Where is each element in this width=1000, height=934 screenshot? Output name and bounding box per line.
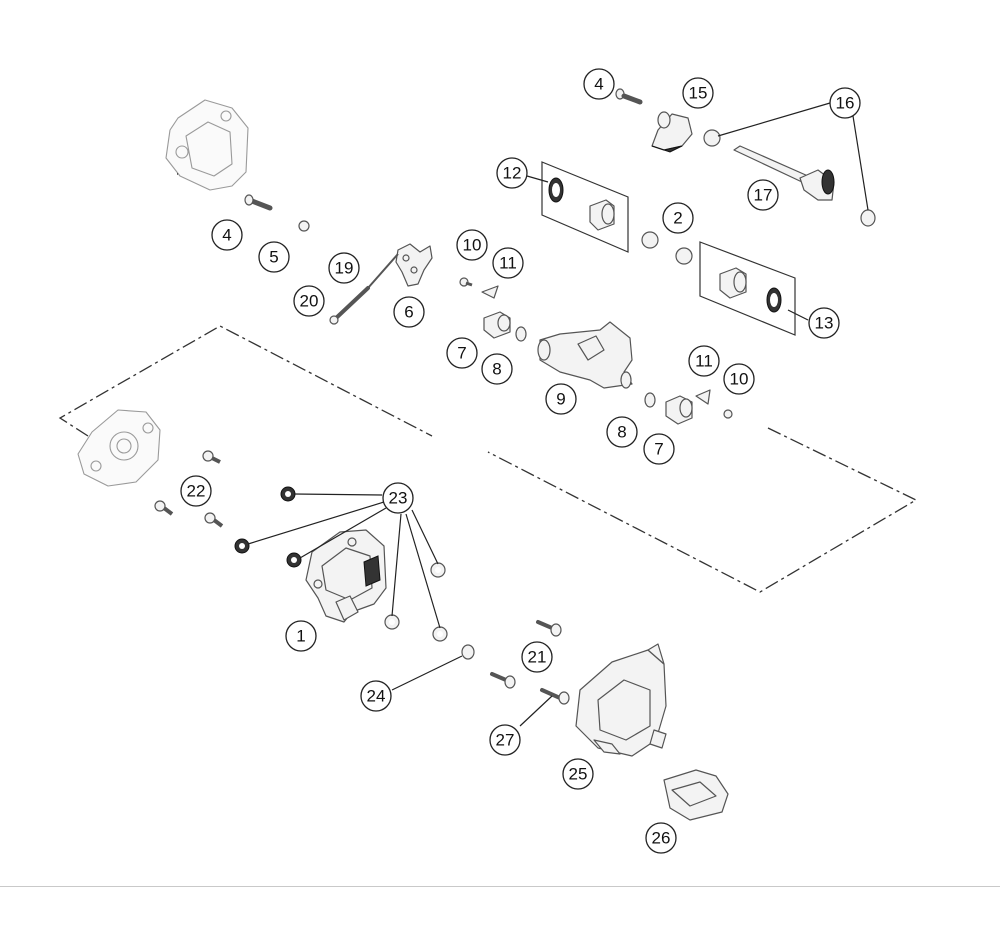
callout-19: 19 — [328, 252, 360, 284]
assembly-outline — [58, 325, 918, 593]
pin-19-part — [329, 253, 399, 325]
callout-12: 12 — [496, 157, 528, 189]
svg-text:4: 4 — [594, 75, 603, 94]
bushing-7-upper-part — [483, 311, 511, 339]
callout-16: 16 — [829, 87, 861, 119]
svg-text:9: 9 — [556, 390, 565, 409]
bushing-16-lower-part — [860, 209, 876, 227]
washers-2-part — [641, 231, 693, 265]
callout-17: 17 — [747, 179, 779, 211]
callout-23: 23 — [382, 482, 414, 514]
cover-25-part — [575, 643, 667, 757]
leader-lines — [177, 102, 869, 727]
bottom-divider — [0, 886, 1000, 887]
callout-4-top: 4 — [583, 68, 615, 100]
callout-10-lower: 10 — [723, 363, 755, 395]
shaft-17-part — [733, 145, 835, 201]
shaft-9-part — [537, 321, 633, 389]
callout-8-upper: 8 — [481, 353, 513, 385]
svg-text:4: 4 — [222, 226, 231, 245]
ring-8-lower-part — [644, 392, 656, 408]
fork-6-part — [395, 243, 433, 287]
svg-text:8: 8 — [492, 360, 501, 379]
bushing-16-upper-part — [703, 129, 721, 147]
svg-text:12: 12 — [503, 164, 522, 183]
left-cover-part — [77, 409, 161, 487]
callout-26: 26 — [645, 822, 677, 854]
svg-text:6: 6 — [404, 303, 413, 322]
callout-15: 15 — [682, 77, 714, 109]
svg-text:25: 25 — [569, 765, 588, 784]
svg-text:1: 1 — [296, 627, 305, 646]
nuts-23-part — [234, 486, 448, 642]
callout-27: 27 — [489, 724, 521, 756]
cover-26-part — [663, 769, 729, 821]
callout-10-upper: 10 — [456, 229, 488, 261]
svg-text:7: 7 — [654, 440, 663, 459]
callout-24: 24 — [360, 680, 392, 712]
callout-21: 21 — [521, 641, 553, 673]
plate-11-lower-part — [695, 389, 711, 405]
callout-11-lower: 11 — [688, 345, 720, 377]
svg-text:24: 24 — [367, 687, 386, 706]
pin-24-part — [461, 644, 475, 660]
screws-22-part — [154, 450, 224, 528]
callouts: 1 2 4 4 5 6 7 7 — [180, 68, 861, 854]
gear-13-part — [719, 267, 782, 313]
group-frames — [541, 161, 796, 336]
callout-4-left: 4 — [211, 219, 243, 251]
svg-text:21: 21 — [528, 648, 547, 667]
svg-text:11: 11 — [695, 352, 713, 371]
callout-8-lower: 8 — [606, 416, 638, 448]
callout-7-lower: 7 — [643, 433, 675, 465]
callout-2: 2 — [662, 202, 694, 234]
callout-11-upper: 11 — [492, 247, 524, 279]
svg-text:13: 13 — [815, 314, 834, 333]
svg-text:22: 22 — [187, 482, 206, 501]
svg-text:10: 10 — [730, 370, 749, 389]
svg-text:19: 19 — [335, 259, 354, 278]
screw-10-lower-part — [723, 409, 733, 419]
callout-13: 13 — [808, 307, 840, 339]
callout-6: 6 — [393, 296, 425, 328]
gear-12-part — [548, 177, 615, 231]
bolt-4-left-part — [244, 194, 273, 211]
parts — [77, 88, 876, 821]
svg-text:27: 27 — [496, 731, 515, 750]
screws-27-part — [490, 672, 570, 705]
top-cover-part — [165, 99, 249, 191]
plate-11-upper-part — [481, 285, 499, 299]
screw-10-upper-part — [459, 277, 473, 287]
callout-22: 22 — [180, 475, 212, 507]
svg-text:26: 26 — [652, 829, 671, 848]
callout-1: 1 — [285, 620, 317, 652]
svg-text:17: 17 — [754, 186, 773, 205]
svg-text:8: 8 — [617, 423, 626, 442]
svg-text:10: 10 — [463, 236, 482, 255]
callout-7-upper: 7 — [446, 337, 478, 369]
ring-8-upper-part — [515, 326, 527, 342]
callout-25: 25 — [562, 758, 594, 790]
bolt-4-top-part — [615, 88, 643, 105]
svg-text:20: 20 — [300, 292, 319, 311]
washer-5-part — [298, 220, 310, 232]
callout-5: 5 — [258, 241, 290, 273]
svg-text:23: 23 — [389, 489, 408, 508]
housing-1-part — [305, 529, 387, 623]
svg-text:16: 16 — [836, 94, 855, 113]
svg-text:7: 7 — [457, 344, 466, 363]
callout-9: 9 — [545, 383, 577, 415]
screw-21-part — [536, 620, 562, 637]
svg-text:15: 15 — [689, 84, 708, 103]
lever-15-part — [651, 111, 693, 153]
svg-text:5: 5 — [269, 248, 278, 267]
callout-20: 20 — [293, 285, 325, 317]
svg-text:11: 11 — [499, 254, 517, 273]
svg-text:2: 2 — [673, 209, 682, 228]
bushing-7-lower-part — [665, 395, 693, 425]
